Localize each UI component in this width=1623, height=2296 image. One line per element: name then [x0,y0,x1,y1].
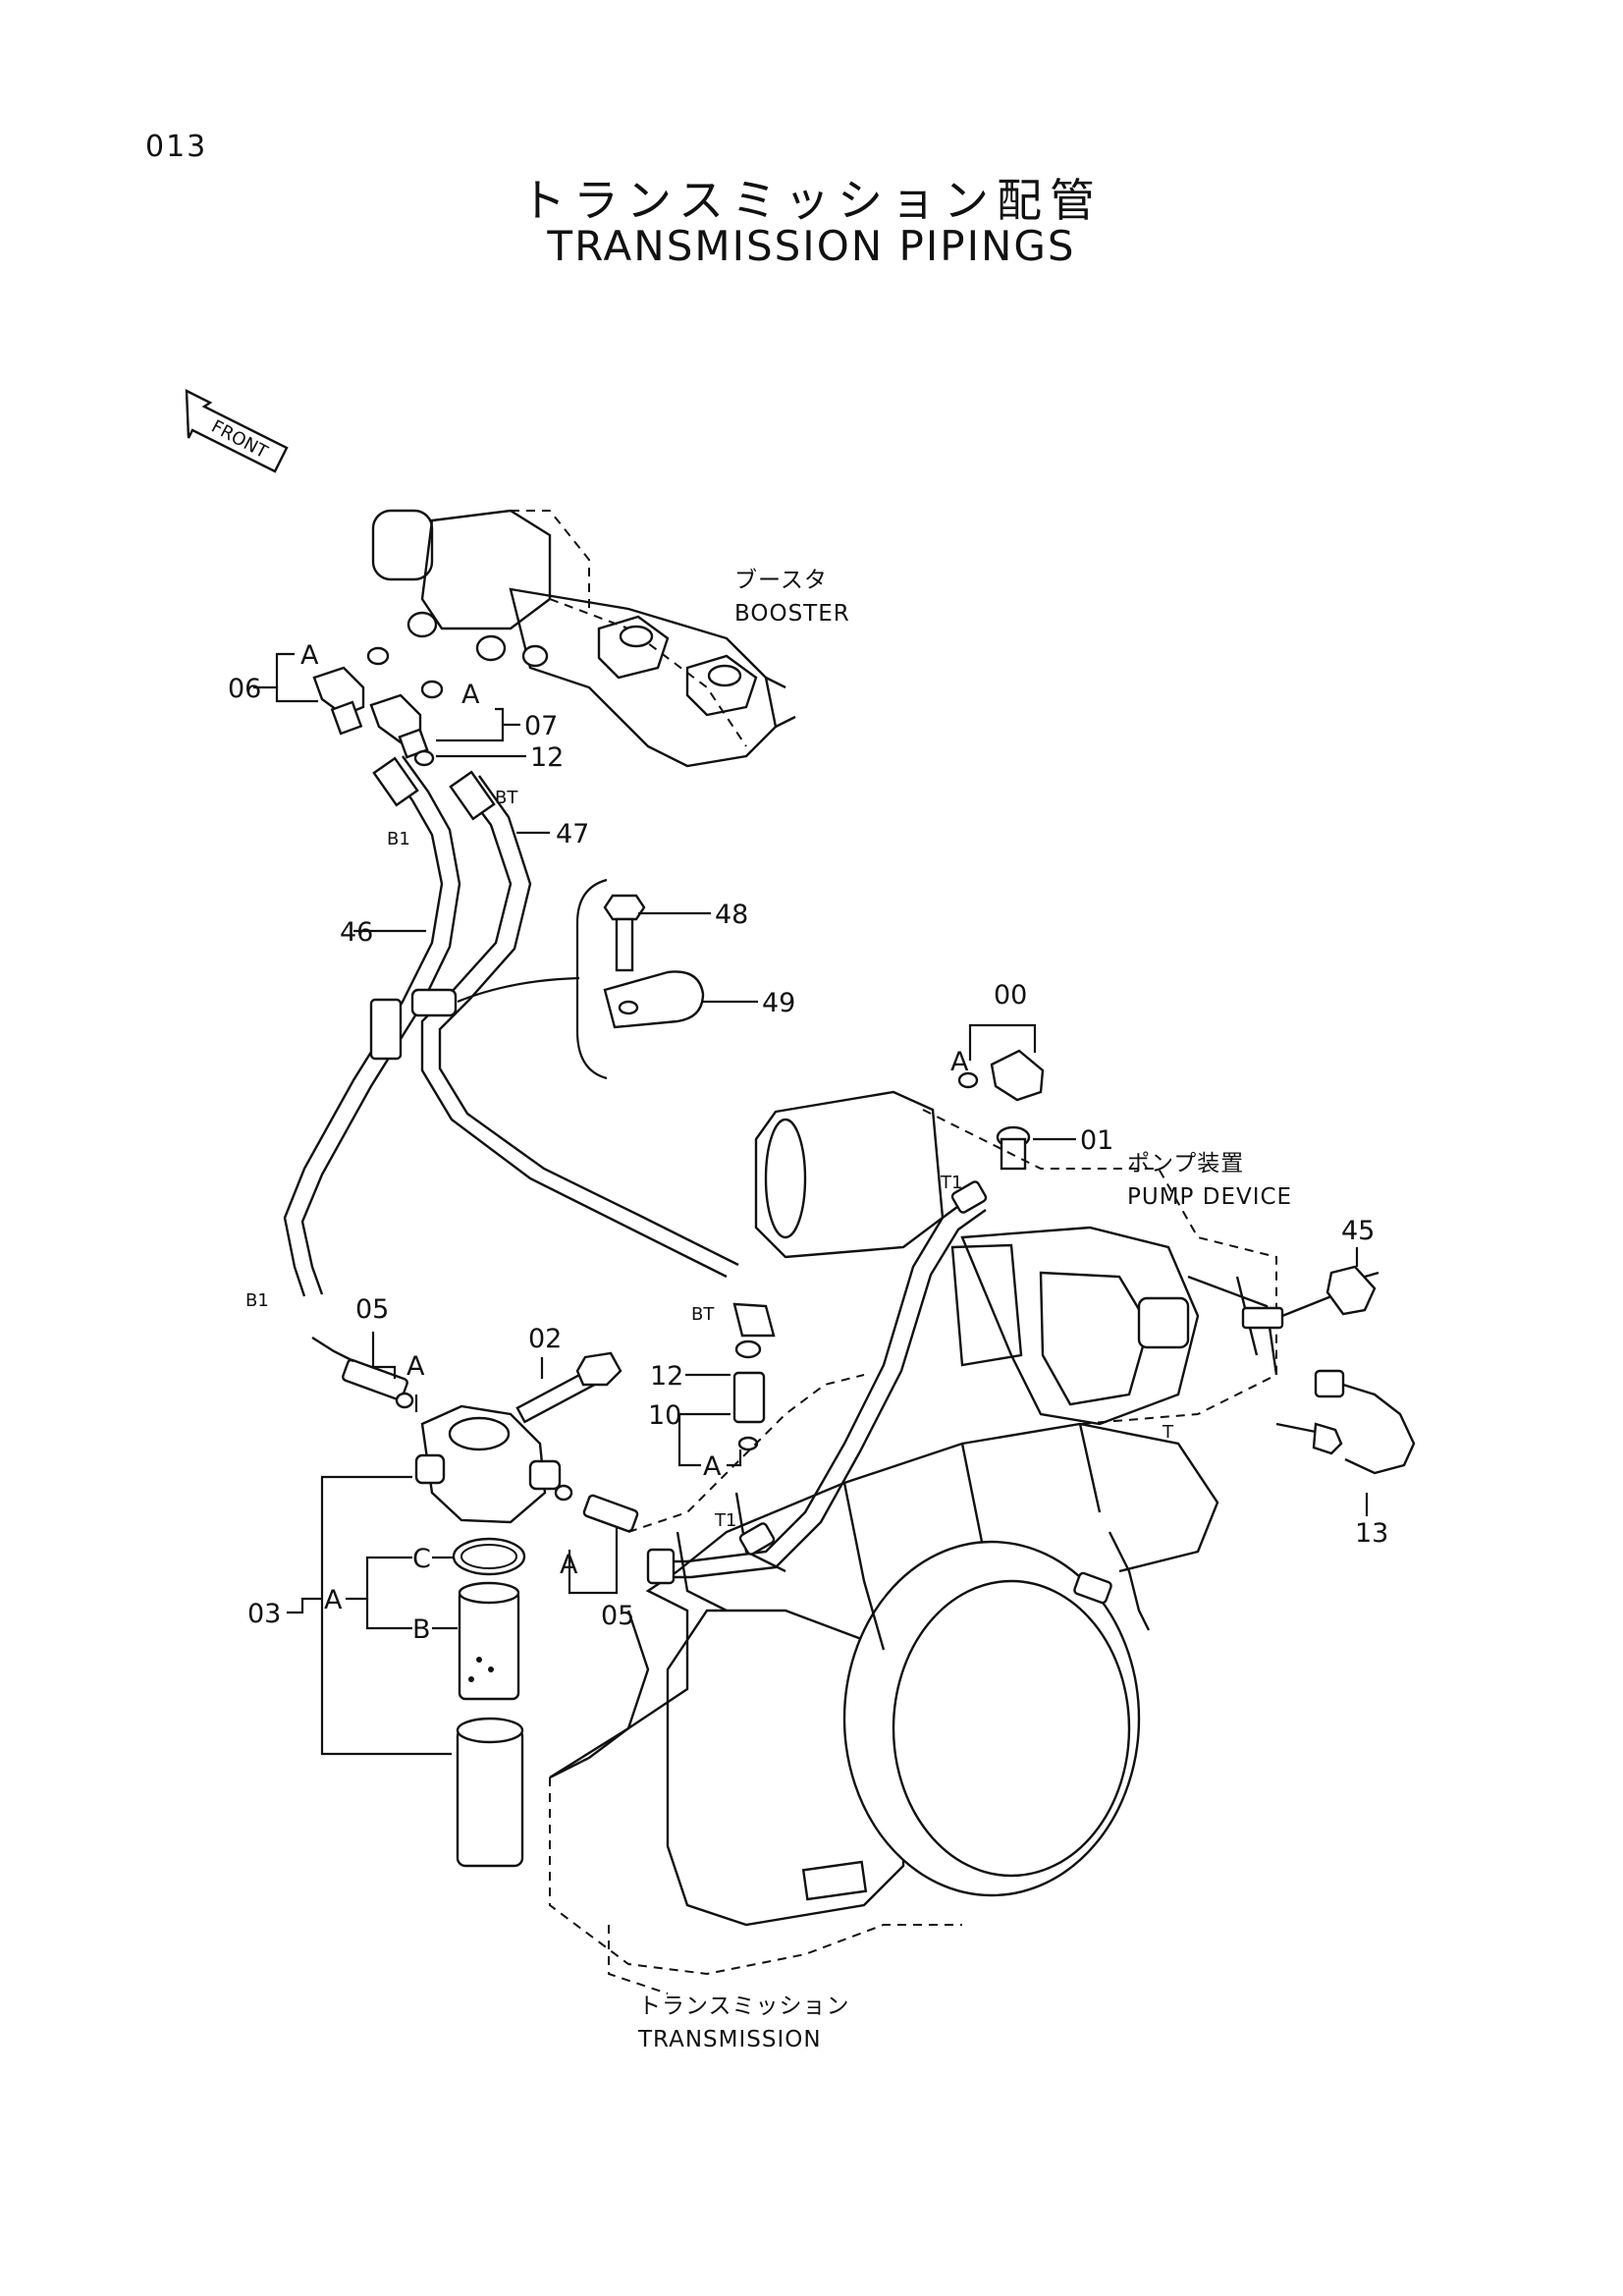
callout-07: 07 [524,711,558,741]
sublabel-a-07: A [461,680,480,710]
port-label-t1-pump: T1 [940,1173,962,1193]
callout-12-lower: 12 [650,1361,683,1392]
adapter-05-right [554,1484,639,1533]
callout-00: 00 [994,980,1027,1011]
hose-end-bt [732,1302,776,1338]
page-title-en: TRANSMISSION PIPINGS [547,222,1076,270]
callout-12-top: 12 [530,742,564,773]
transmission-label-en: TRANSMISSION [637,2027,822,2052]
callout-06: 06 [228,674,261,704]
hose-clamp-band [410,988,458,1017]
sublabel-a-05-left: A [406,1351,425,1382]
sublabel-a-10: A [703,1451,722,1482]
callout-48: 48 [715,900,748,930]
port-label-b1-bottom: B1 [245,1290,269,1311]
callout-01: 01 [1080,1125,1113,1156]
o-ring-07 [420,680,444,699]
callout-02: 02 [528,1324,562,1354]
port-label-bt-top: BT [495,788,518,808]
detail-bracket [575,878,608,1080]
bolt-02 [515,1351,622,1424]
front-arrow: FRONT [185,389,289,473]
callout-05-left: 05 [355,1294,389,1325]
page-number: 013 [145,130,208,164]
elbow-07 [369,693,429,759]
sublabel-b-03: B [412,1614,431,1645]
callout-10: 10 [648,1400,681,1431]
callout-05-right: 05 [601,1601,634,1631]
filter-element-b [458,1581,520,1701]
bolt-48 [603,894,646,972]
callout-45: 45 [1341,1216,1375,1246]
elbow-06 [312,666,365,736]
port-label-t: T [1162,1422,1174,1443]
transmission-fitting [1073,1571,1112,1605]
adapter-05-left [311,1336,414,1409]
clamp-49 [603,970,705,1029]
pump-device [754,1090,1284,1426]
sublabel-a-00: A [950,1047,969,1077]
transmission-housing [549,1374,1219,1995]
sublabel-a-05-right: A [560,1550,578,1580]
transmission-label-jp: トランスミッション [638,1994,850,2019]
sublabel-a-06: A [300,640,319,671]
hose-47 [420,770,739,1279]
o-ring-06 [366,646,390,666]
booster-label-jp: ブースタ [734,568,828,593]
harness-clip-45 [1281,1265,1380,1318]
hose-clip [369,998,403,1061]
port-label-bt-bottom: BT [691,1304,715,1325]
elbow-00 [957,1049,1045,1102]
o-ring-12-top [413,749,435,767]
callout-03: 03 [247,1599,281,1629]
callout-49: 49 [762,988,795,1018]
sublabel-c-03: C [412,1544,431,1574]
filter-bowl [456,1717,524,1868]
sublabel-a-03: A [324,1585,343,1615]
adapter-10 [732,1371,766,1451]
fitting-01 [996,1125,1031,1171]
page-title-jp: トランスミッション配管 [519,174,1104,227]
callout-47: 47 [556,819,589,849]
transmission-tube [1108,1531,1151,1631]
callout-46: 46 [340,917,373,948]
callout-13: 13 [1355,1518,1388,1549]
sensor-13 [1275,1369,1416,1475]
pump-device-label-jp: ポンプ装置 [1127,1151,1244,1176]
o-ring-12-lower [734,1339,762,1359]
filter-head-03 [414,1404,562,1524]
pump-device-label-en: PUMP DEVICE [1127,1184,1292,1210]
booster-assembly [371,509,796,768]
port-label-b1-top: B1 [387,829,410,849]
port-label-t1-transmission: T1 [714,1510,736,1531]
booster-label-en: BOOSTER [734,601,850,627]
pipe-t1 [646,1180,988,1585]
